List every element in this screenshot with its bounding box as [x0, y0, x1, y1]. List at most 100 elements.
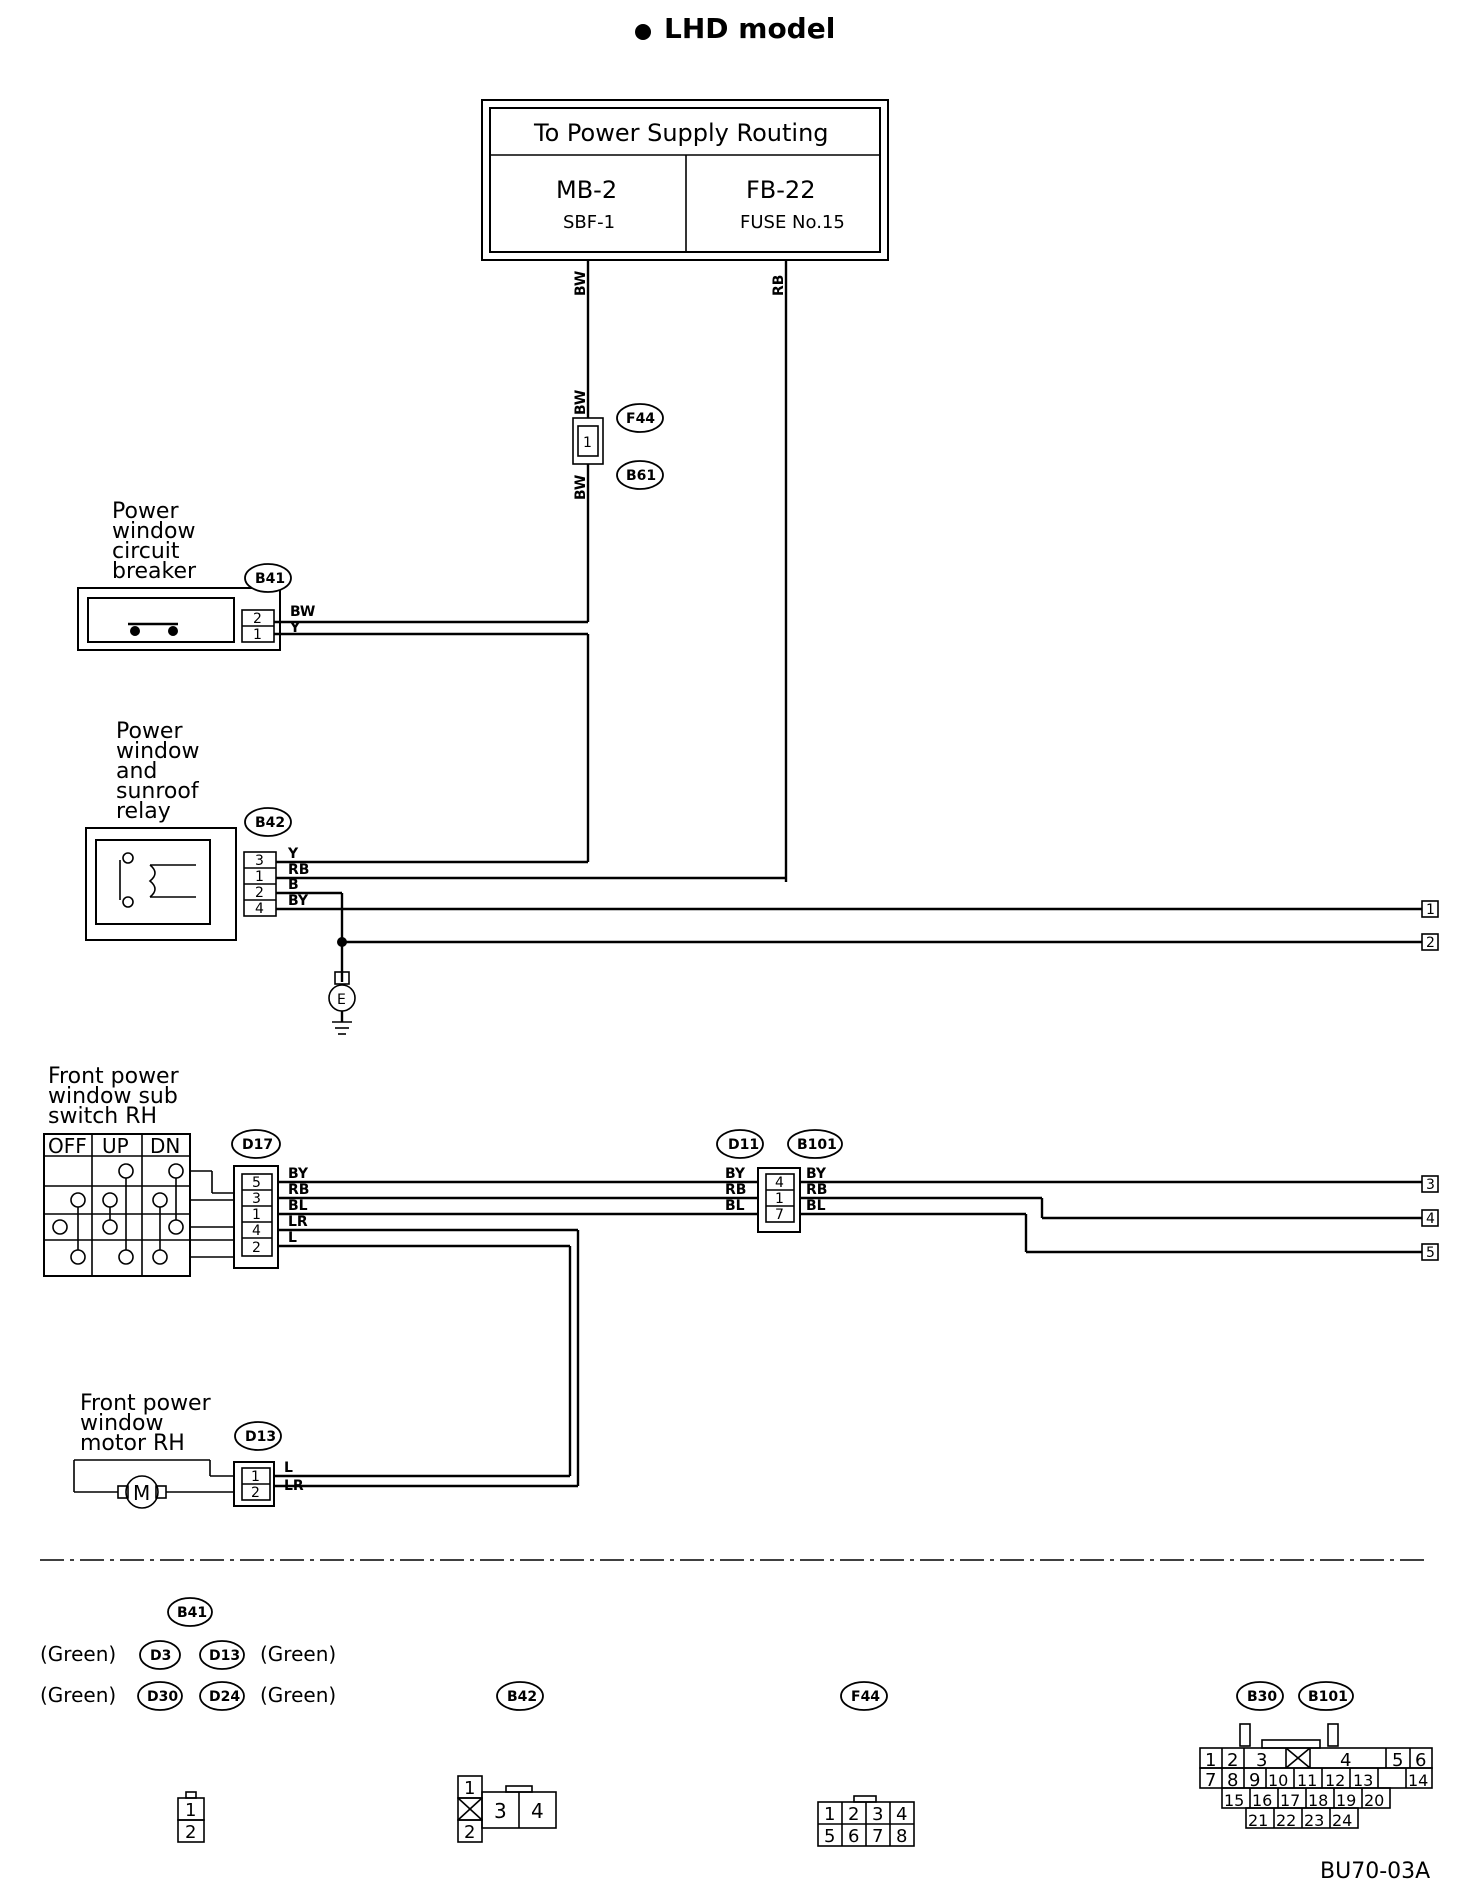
legend-f44-label: F44 — [851, 1689, 880, 1705]
supply-right-main: FB-22 — [746, 176, 815, 204]
legend-connector-d30 — [137, 1681, 183, 1711]
legend-b42-pin-3: 3 — [494, 1799, 507, 1823]
b42-pin-2: 2 — [255, 885, 264, 901]
legend-b41-label: B41 — [177, 1605, 207, 1621]
d11-pin-4: 4 — [775, 1175, 784, 1191]
legend-b30-pin-13: 13 — [1353, 1771, 1373, 1790]
d17-pin-3: 3 — [252, 1191, 261, 1207]
legend-b30-pin-3: 3 — [1256, 1750, 1267, 1771]
legend-f44-pin-5: 5 — [824, 1826, 835, 1847]
terminal-2: 2 — [1421, 933, 1439, 951]
legend-b30-pin-14: 14 — [1408, 1771, 1428, 1790]
legend-small-pin-2: 2 — [185, 1822, 196, 1843]
terminal-5-label: 5 — [1426, 1245, 1435, 1261]
legend-connector-b30 — [1236, 1681, 1284, 1711]
connector-b101 — [787, 1129, 843, 1159]
legend-green-4: (Green) — [260, 1683, 336, 1707]
legend-d13-label: D13 — [209, 1648, 240, 1664]
wire-label-bw-b41: BW — [290, 604, 315, 620]
wire-label-rb-b42: RB — [288, 862, 309, 878]
f44-pin: 1 — [583, 435, 592, 451]
legend-b30-pin-15: 15 — [1224, 1791, 1244, 1810]
breaker-label-4: breaker — [112, 559, 197, 584]
b41-pin-2: 2 — [253, 611, 262, 627]
legend-b30-pin-9: 9 — [1249, 1770, 1260, 1791]
wire-label-bl-d11: BL — [725, 1198, 745, 1214]
legend-b30-pin-18: 18 — [1308, 1791, 1328, 1810]
switch-header-dn: DN — [150, 1134, 180, 1158]
connector-b42 — [244, 807, 292, 837]
legend-d24-label: D24 — [209, 1689, 240, 1705]
legend-b30-pin-2: 2 — [1227, 1750, 1238, 1771]
legend-f44-pin-1: 1 — [824, 1804, 835, 1825]
legend-d3-label: D3 — [150, 1648, 171, 1664]
legend-b30-pin-10: 10 — [1268, 1771, 1288, 1790]
motor-label-3: motor RH — [80, 1431, 185, 1456]
d13-pin-2: 2 — [251, 1485, 260, 1501]
legend-small-pin-1: 1 — [185, 1800, 196, 1821]
terminal-5: 5 — [1421, 1243, 1439, 1261]
connector-b61-label: B61 — [626, 468, 656, 484]
legend-connector-b41 — [167, 1597, 213, 1627]
motor-label-1: Front power — [80, 1391, 212, 1416]
wire-label-rb-d11: RB — [725, 1182, 746, 1198]
breaker-label-3: circuit — [112, 539, 180, 564]
ground-symbol: E — [328, 971, 356, 1035]
motor-label-2: window — [80, 1411, 163, 1436]
relay-label-5: relay — [116, 799, 171, 824]
legend-b30-pin-17: 17 — [1280, 1791, 1300, 1810]
legend-connector-b42 — [496, 1681, 544, 1711]
d17-pin-1: 1 — [252, 1207, 261, 1223]
b42-pin-3: 3 — [255, 853, 264, 869]
legend-b30-pin-7: 7 — [1205, 1770, 1216, 1791]
legend-small-connectors: B41 (Green) D3 D13 (Green) (Green) D30 D… — [40, 1597, 336, 1843]
terminal-2-label: 2 — [1426, 935, 1435, 951]
legend-connector-d3 — [139, 1640, 181, 1670]
connector-b41 — [244, 563, 292, 593]
terminal-1: 1 — [1421, 900, 1439, 918]
connector-b42-label: B42 — [255, 815, 285, 831]
legend-b30-label: B30 — [1247, 1689, 1277, 1705]
connector-f44-label: F44 — [626, 411, 655, 427]
relay-label-1: Power — [116, 719, 183, 744]
switch-header-up: UP — [102, 1134, 129, 1158]
legend-f44-pin-3: 3 — [872, 1804, 883, 1825]
connector-d17-label: D17 — [242, 1137, 273, 1153]
breaker-label-2: window — [112, 519, 195, 544]
terminal-1-label: 1 — [1426, 902, 1435, 918]
legend-b30-pin-11: 11 — [1297, 1771, 1317, 1790]
connector-d11 — [716, 1129, 764, 1159]
legend-b30-pin-1: 1 — [1205, 1750, 1216, 1771]
wire-label-by-b101: BY — [806, 1166, 827, 1182]
wire-label-bl-b101: BL — [806, 1198, 826, 1214]
diagram-title: LHD model — [664, 12, 835, 45]
supply-header: To Power Supply Routing — [533, 119, 829, 147]
legend-d30-label: D30 — [147, 1689, 178, 1705]
switch-header-off: OFF — [48, 1134, 87, 1158]
connector-b101-label: B101 — [797, 1137, 837, 1153]
d11-pin-1: 1 — [775, 1191, 784, 1207]
connector-d11-label: D11 — [728, 1137, 759, 1153]
legend-b42-label: B42 — [507, 1689, 537, 1705]
motor-symbol: M — [133, 1481, 150, 1505]
legend-b30-pin-12: 12 — [1325, 1771, 1345, 1790]
legend-connector-f44 — [840, 1681, 888, 1711]
relay-label-4: sunroof — [116, 779, 200, 804]
legend-b30-pin-24: 24 — [1332, 1811, 1352, 1830]
subswitch-label-3: switch RH — [48, 1104, 157, 1129]
legend-b30-pin-19: 19 — [1336, 1791, 1356, 1810]
relay-label-2: window — [116, 739, 199, 764]
wire-label-bw-top: BW — [573, 271, 589, 296]
connector-b41-label: B41 — [255, 571, 285, 587]
wire-label-rb-b101: RB — [806, 1182, 827, 1198]
relay: Power window and sunroof relay 3 1 2 4 B… — [85, 719, 292, 941]
terminal-4: 4 — [1421, 1209, 1439, 1227]
connector-f44 — [616, 403, 664, 433]
legend-b42-pin-2: 2 — [464, 1822, 475, 1843]
wire-label-bw-f44: BW — [573, 390, 589, 415]
wire-label-rb-d17: RB — [288, 1182, 309, 1198]
connector-b61 — [616, 460, 664, 490]
wire-label-rb-top: RB — [771, 275, 787, 296]
terminal-4-label: 4 — [1426, 1211, 1435, 1227]
legend-b30-b101: B30 B101 1 2 3 4 5 6 7 8 9 10 — [1199, 1681, 1433, 1830]
